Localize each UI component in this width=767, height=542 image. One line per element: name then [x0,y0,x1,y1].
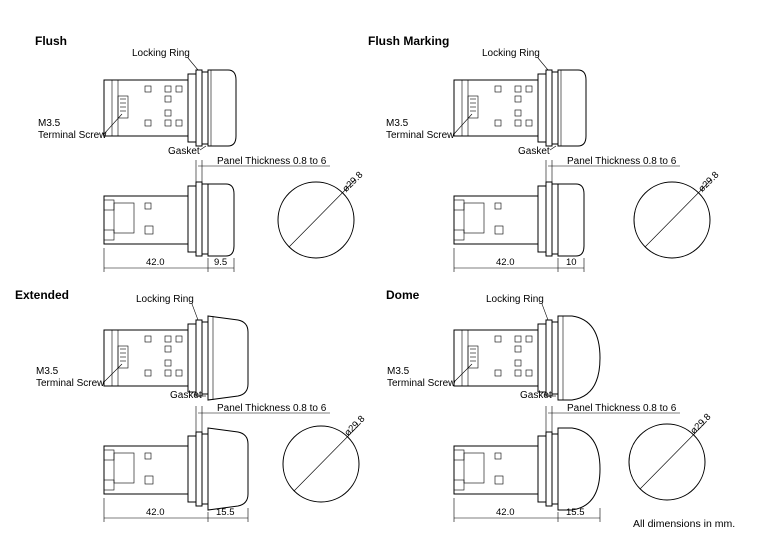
body-length-dimension: 42.0 [146,257,165,268]
terminal-size-label: M3.5 [387,366,410,377]
locking-ring-label: Locking Ring [132,48,190,59]
side-view-bottom [453,181,585,257]
body-length-dimension: 42.0 [146,507,165,518]
gasket-label: Gasket [518,146,550,157]
side-view-bottom [453,427,601,511]
side-view-bottom [103,181,235,257]
variant-extended: Extended Locking Ring M3.5 Terminal Scre… [15,288,367,522]
cap-length-dimension: 15.5 [566,507,585,518]
variant-dome: Dome Locking Ring M3.5 Terminal Screw Ga… [386,288,713,522]
cap-length-dimension: 10 [566,257,577,268]
terminal-screw-label: Terminal Screw [36,378,105,389]
leader-line [549,145,557,151]
locking-ring-label: Locking Ring [482,48,540,59]
leader-line [537,57,549,71]
variant-title: Dome [386,288,420,302]
gasket-label: Gasket [170,390,202,401]
diameter-label: ø29.8 [696,170,721,195]
locking-ring-label: Locking Ring [136,294,194,305]
leader-line [103,113,123,135]
side-view-top [103,69,237,147]
leader-line [191,303,199,321]
panel-cutout-circle [282,425,360,503]
diameter-line [293,423,361,492]
side-view-top [103,315,249,401]
diameter-line [639,421,707,490]
leader-line [541,303,549,321]
cap-length-dimension: 15.5 [216,507,235,518]
variant-flush-marking: Flush Marking Locking Ring M3.5 Terminal… [368,34,721,272]
panel-cutout-circle [628,423,706,501]
panel-thickness-label: Panel Thickness 0.8 to 6 [217,403,327,414]
side-view-bottom [103,427,249,511]
side-view-top [453,315,601,401]
terminal-screw-label: Terminal Screw [38,130,107,141]
terminal-screw-label: Terminal Screw [386,130,455,141]
leader-line [453,113,473,135]
leader-line [453,363,473,383]
footer-note: All dimensions in mm. [633,518,735,530]
variant-title: Flush [35,34,67,48]
locking-ring-label: Locking Ring [486,294,544,305]
leader-line [187,57,199,71]
variant-title: Extended [15,288,69,302]
panel-thickness-label: Panel Thickness 0.8 to 6 [217,156,327,167]
variant-title: Flush Marking [368,34,449,48]
body-length-dimension: 42.0 [496,257,515,268]
terminal-size-label: M3.5 [38,118,61,129]
variant-flush: Flush Locking Ring M3.5 Terminal Screw G… [35,34,365,272]
gasket-label: Gasket [168,146,200,157]
body-length-dimension: 42.0 [496,507,515,518]
diameter-line [644,179,712,248]
diameter-label: ø29.8 [342,414,367,439]
panel-thickness-label: Panel Thickness 0.8 to 6 [567,156,677,167]
diameter-line [288,179,356,248]
gasket-label: Gasket [520,390,552,401]
diameter-label: ø29.8 [340,170,365,195]
diameter-label: ø29.8 [688,412,713,437]
leader-line [199,145,207,151]
terminal-size-label: M3.5 [386,118,409,129]
side-view-top [453,69,587,147]
panel-cutout-circle [633,181,711,259]
terminal-screw-label: Terminal Screw [387,378,456,389]
panel-cutout-circle [277,181,355,259]
terminal-size-label: M3.5 [36,366,59,377]
leader-line [103,363,123,383]
cap-length-dimension: 9.5 [214,257,227,268]
panel-thickness-label: Panel Thickness 0.8 to 6 [567,403,677,414]
